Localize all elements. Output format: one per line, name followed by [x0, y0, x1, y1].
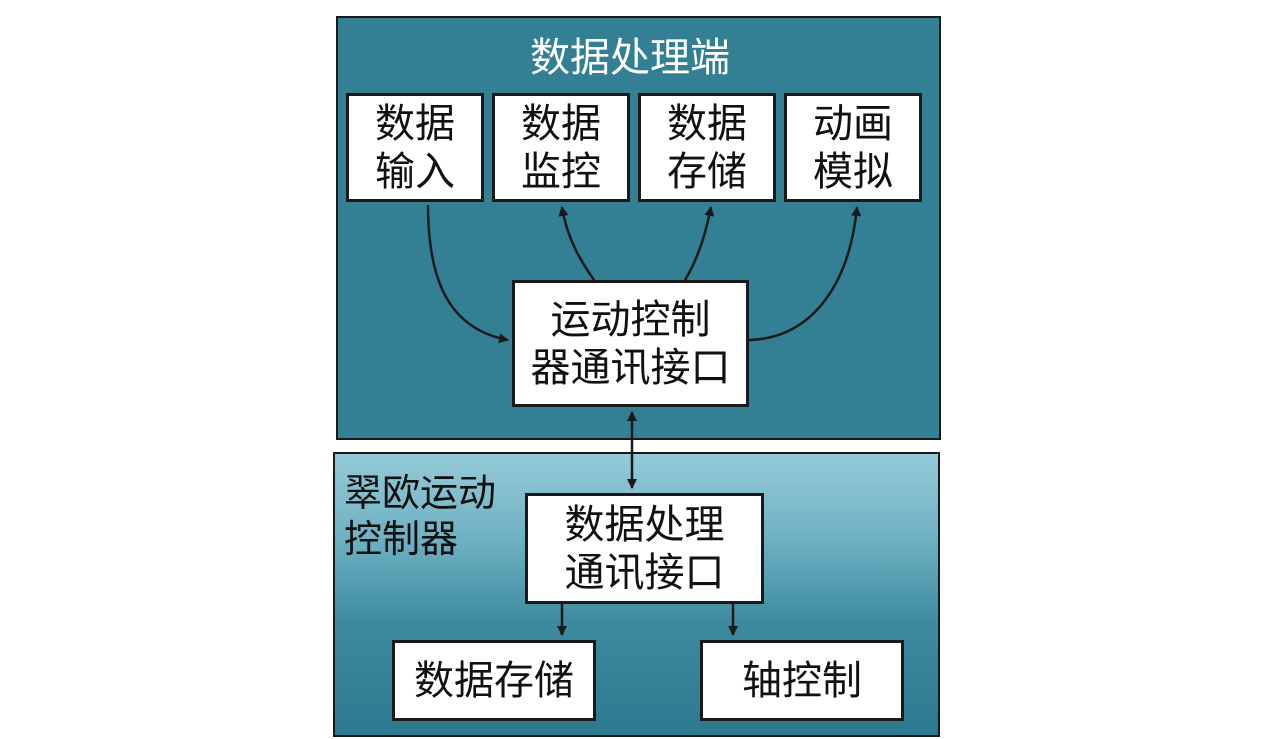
data-processing-interface-box: 数据处理 通讯接口 [525, 493, 764, 604]
data-input-label-line1: 数据 [375, 100, 455, 147]
motion-controller-interface-label-line2: 器通讯接口 [530, 344, 731, 391]
motion-controller-interface-box: 运动控制 器通讯接口 [512, 280, 749, 407]
animation-simulation-box: 动画 模拟 [784, 93, 922, 202]
data-monitor-label-line2: 监控 [521, 148, 601, 195]
data-storage-box-bottom: 数据存储 [392, 640, 596, 721]
data-monitor-box: 数据 监控 [492, 93, 630, 202]
data-monitor-label-line1: 数据 [521, 100, 601, 147]
data-storage-top-label-line1: 数据 [667, 100, 747, 147]
data-input-label-line2: 输入 [375, 148, 455, 195]
controller-panel-title-line2: 控制器 [344, 517, 459, 561]
axis-control-label: 轴控制 [742, 657, 862, 704]
data-processing-interface-label-line1: 数据处理 [564, 501, 725, 548]
data-storage-top-label-line2: 存储 [667, 148, 747, 195]
data-input-box: 数据 输入 [346, 93, 484, 202]
data-processing-interface-label-line2: 通讯接口 [564, 549, 725, 596]
data-processing-panel-title: 数据处理端 [530, 35, 730, 81]
data-storage-box-top: 数据 存储 [638, 93, 776, 202]
animation-simulation-label-line2: 模拟 [813, 148, 893, 195]
axis-control-box: 轴控制 [700, 640, 904, 721]
controller-panel-title: 翠欧运动 控制器 [344, 470, 496, 562]
motion-controller-interface-label-line1: 运动控制 [550, 296, 711, 343]
controller-panel-title-line1: 翠欧运动 [344, 471, 497, 515]
animation-simulation-label-line1: 动画 [813, 100, 893, 147]
data-storage-bottom-label: 数据存储 [414, 657, 574, 704]
